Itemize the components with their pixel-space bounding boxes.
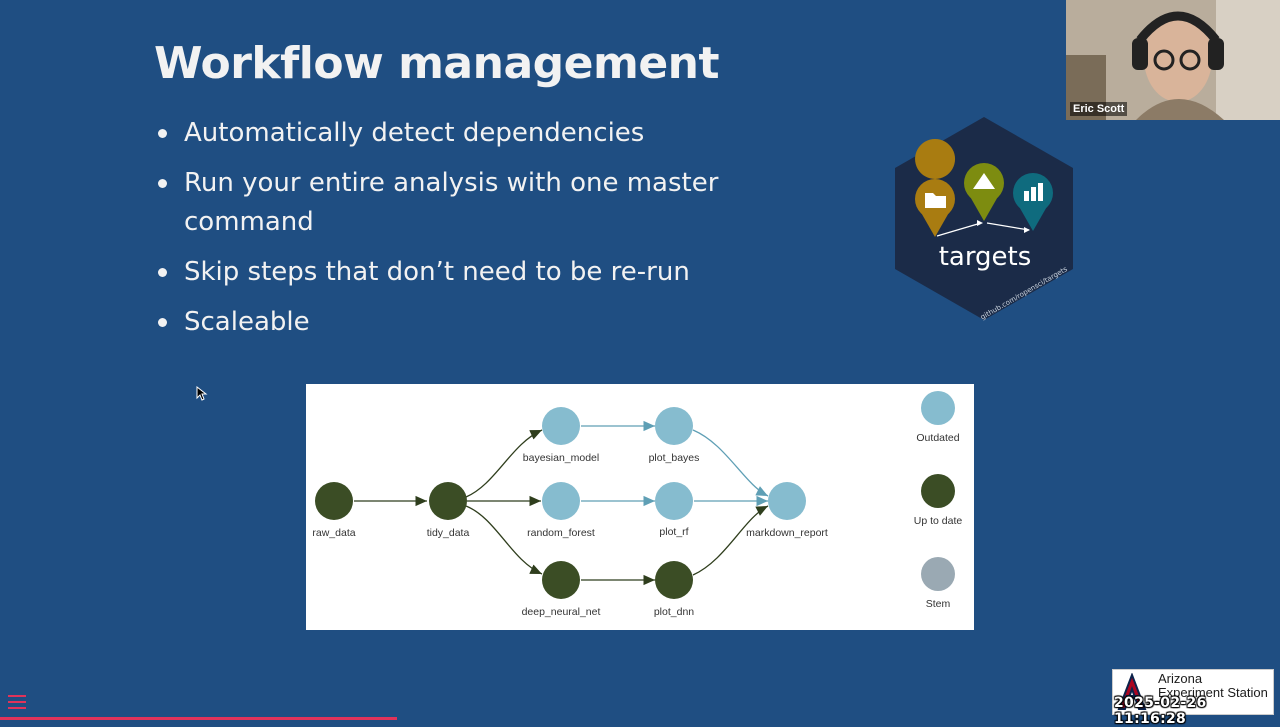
mountain-pin-icon bbox=[964, 163, 1004, 221]
dependency-graph: raw_data tidy_data bayesian_model random… bbox=[306, 384, 974, 630]
participant-name: Eric Scott bbox=[1070, 102, 1128, 116]
dependency-graph-svg: raw_data tidy_data bayesian_model random… bbox=[312, 391, 963, 618]
edge bbox=[692, 505, 769, 576]
slide-title: Workflow management bbox=[154, 38, 720, 89]
node-label-plot-bayes: plot_bayes bbox=[649, 452, 700, 464]
edge bbox=[465, 429, 543, 498]
mouse-cursor-icon bbox=[196, 386, 208, 401]
edge bbox=[692, 429, 769, 497]
bullet-item: Run your entire analysis with one master… bbox=[158, 164, 724, 242]
node-deep-neural-net bbox=[542, 561, 580, 599]
station-name-line2: Experiment Station bbox=[1158, 685, 1268, 700]
edge bbox=[465, 505, 543, 575]
station-name-line1: Arizona bbox=[1158, 671, 1203, 686]
node-label-markdown-report: markdown_report bbox=[746, 527, 828, 539]
legend-swatch-stem bbox=[921, 557, 955, 591]
legend-label-up-to-date: Up to date bbox=[914, 515, 963, 527]
node-label-random-forest: random_forest bbox=[527, 527, 595, 539]
university-a-logo-icon bbox=[1117, 673, 1147, 710]
node-label-plot-dnn: plot_dnn bbox=[654, 606, 694, 618]
legend-swatch-outdated bbox=[921, 391, 955, 425]
node-bayesian-model bbox=[542, 407, 580, 445]
slide-progress-bar bbox=[0, 717, 1280, 720]
node-plot-rf bbox=[655, 482, 693, 520]
node-label-tidy-data: tidy_data bbox=[427, 527, 470, 539]
node-tidy-data bbox=[429, 482, 467, 520]
node-label-deep-neural-net: deep_neural_net bbox=[522, 606, 601, 618]
slide-menu-icon[interactable] bbox=[8, 695, 26, 709]
node-plot-dnn bbox=[655, 561, 693, 599]
node-label-raw-data: raw_data bbox=[312, 527, 355, 539]
legend-swatch-up-to-date bbox=[921, 474, 955, 508]
bullet-item: Scaleable bbox=[158, 303, 758, 342]
node-plot-bayes bbox=[655, 407, 693, 445]
webcam-video-tile[interactable]: Eric Scott bbox=[1066, 0, 1280, 120]
legend-label-outdated: Outdated bbox=[916, 432, 959, 444]
station-name: Arizona Experiment Station bbox=[1158, 672, 1268, 700]
recording-timestamp: 2025-02-26 11:16:28 bbox=[1114, 695, 1207, 727]
bullet-item: Skip steps that don’t need to be re-run bbox=[158, 253, 758, 292]
bar-chart-pin-icon bbox=[1013, 173, 1053, 231]
legend-label-stem: Stem bbox=[926, 598, 951, 610]
bullet-item: Automatically detect dependencies bbox=[158, 114, 758, 153]
node-label-bayesian-model: bayesian_model bbox=[523, 452, 599, 464]
station-watermark: Arizona Experiment Station bbox=[1112, 669, 1274, 715]
slide-progress-fill bbox=[0, 717, 397, 720]
folder-pin-icon bbox=[915, 139, 956, 237]
node-markdown-report bbox=[768, 482, 806, 520]
logo-wordmark: targets bbox=[939, 242, 1032, 272]
participant-video-icon bbox=[1066, 0, 1280, 120]
targets-hex-logo: targets github.com/ropensci/targets bbox=[895, 117, 1073, 321]
bullet-list: Automatically detect dependencies Run yo… bbox=[158, 114, 758, 353]
node-label-plot-rf: plot_rf bbox=[659, 526, 688, 538]
node-raw-data bbox=[315, 482, 353, 520]
node-random-forest bbox=[542, 482, 580, 520]
